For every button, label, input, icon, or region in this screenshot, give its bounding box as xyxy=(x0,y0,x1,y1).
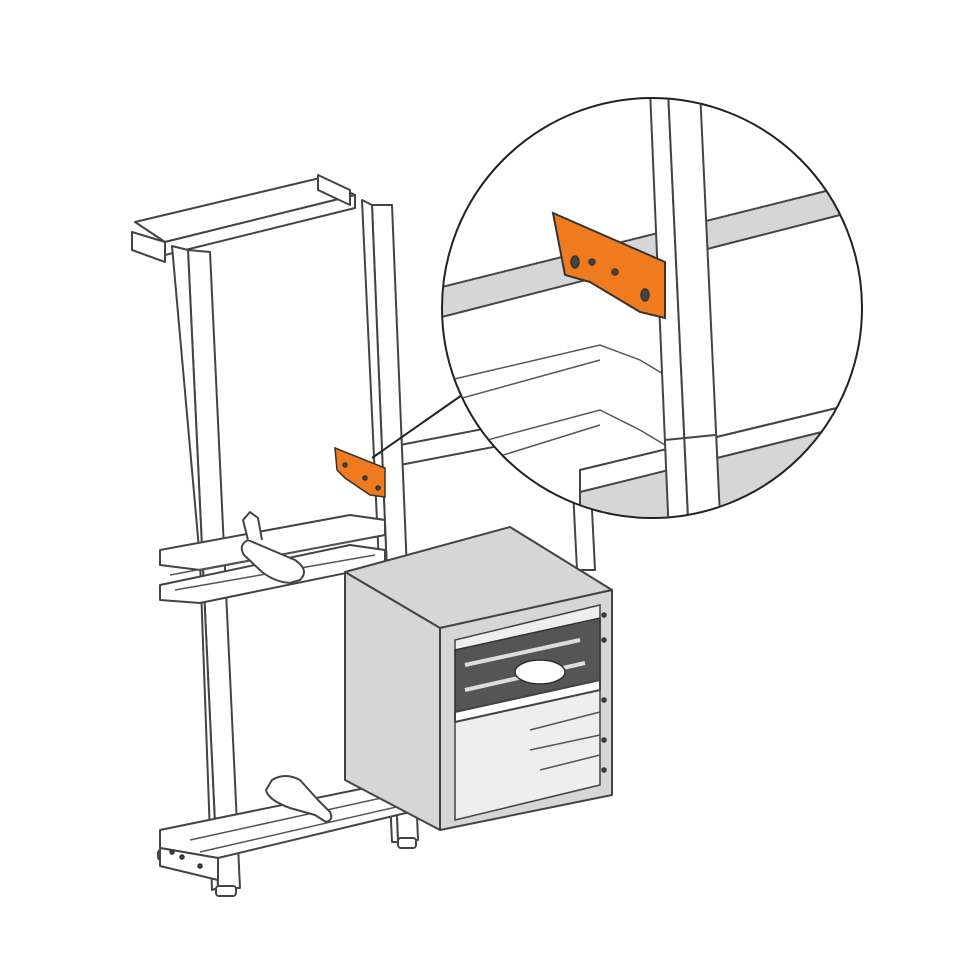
magnified-detail-callout xyxy=(441,97,863,519)
orange-bracket xyxy=(334,446,386,498)
cabinet-shelf-with-bottles xyxy=(454,617,601,723)
wine-rack-frame xyxy=(131,174,419,897)
callout-leader-line xyxy=(371,394,463,459)
cabinet xyxy=(344,526,613,831)
wine-bottle xyxy=(240,511,305,584)
wine-bottle xyxy=(265,775,333,823)
orange-bracket-magnified xyxy=(551,211,666,320)
middle-bottle-shelf xyxy=(159,511,386,604)
